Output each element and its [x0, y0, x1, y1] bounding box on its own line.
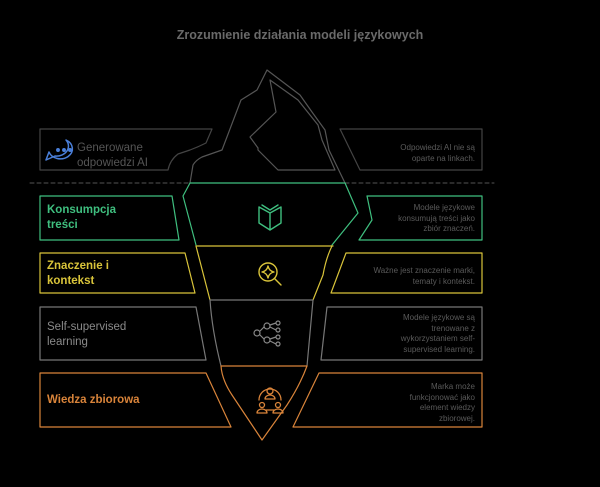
- iceberg-peak-shadow: [249, 79, 336, 171]
- network-icon: [253, 320, 281, 347]
- layer-desc-generated: Odpowiedzi AI nie są oparte na linkach.: [400, 143, 475, 163]
- search-sparkle-icon: [258, 262, 282, 286]
- layer-label-ssl: Self-supervised learning: [47, 321, 127, 348]
- box-right-collective: [292, 372, 483, 428]
- iceberg-tip: [189, 69, 346, 184]
- layer-label-collective: Wiedza zbiorowa: [47, 394, 140, 406]
- iceberg-band-yellow: [195, 245, 334, 301]
- people-icon: [256, 387, 284, 414]
- iceberg-band-gray: [209, 299, 314, 367]
- layer-desc-consumption: Modele językowe konsumują treści jako zb…: [398, 203, 475, 233]
- iceberg-band-green: [182, 182, 359, 246]
- iceberg-band-orange: [220, 365, 308, 441]
- box-right-meaning: [330, 252, 483, 294]
- box-left-generated: [39, 128, 213, 171]
- layer-label-meaning: Znaczenie i kontekst: [47, 260, 109, 287]
- open-book-icon: [258, 204, 282, 231]
- box-left-ssl: [39, 306, 207, 361]
- box-right-consumption: [358, 195, 483, 241]
- layer-desc-collective: Marka może funkcjonować jako element wie…: [409, 382, 475, 423]
- box-right-ssl: [320, 306, 483, 361]
- box-right-generated: [339, 128, 483, 171]
- layer-desc-ssl: Modele językowe są trenowane z wykorzyst…: [400, 313, 475, 354]
- box-left-consumption: [39, 195, 180, 241]
- layer-label-consumption: Konsumpcja treści: [47, 204, 117, 231]
- layer-desc-meaning: Ważne jest znaczenie marki, tematy i kon…: [373, 266, 475, 286]
- page-title: Zrozumienie działania modeli językowych: [176, 28, 424, 42]
- box-left-meaning: [39, 252, 196, 294]
- layer-label-generated: Generowane odpowiedzi AI: [77, 142, 148, 169]
- chat-bubble-icon: [45, 139, 74, 161]
- box-left-collective: [39, 372, 232, 428]
